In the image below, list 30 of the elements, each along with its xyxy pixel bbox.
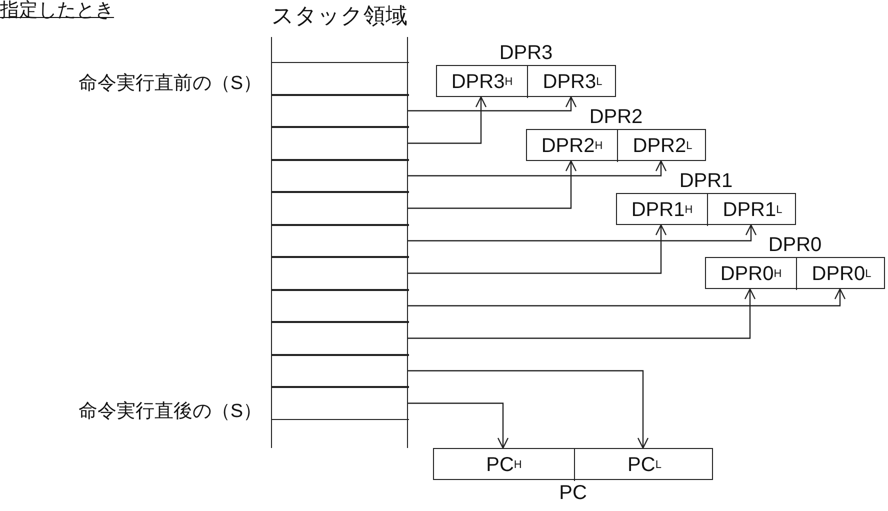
arrow <box>408 288 756 339</box>
arrow <box>408 96 487 144</box>
arrow <box>408 402 509 449</box>
stack-cell <box>271 160 409 192</box>
arrow <box>408 160 577 209</box>
arrow <box>408 288 846 306</box>
register-name: PC <box>559 482 587 505</box>
stack-cell <box>271 94 409 127</box>
stack-cell <box>271 224 409 257</box>
arrow <box>408 370 649 449</box>
arrow <box>408 224 667 274</box>
note-text: 指定したとき <box>0 0 114 23</box>
arrow <box>408 96 577 112</box>
stack-cell <box>271 62 409 94</box>
register-name: DPR1 <box>679 170 733 193</box>
note-text: 命令実行直後の（S） <box>78 400 262 424</box>
arrow <box>408 224 757 242</box>
register-name: DPR3 <box>499 42 553 65</box>
stack-cell <box>271 192 409 224</box>
arrow <box>408 160 667 176</box>
stack-cell <box>271 322 409 354</box>
stack-cell <box>271 127 409 160</box>
register-name: DPR2 <box>589 106 643 129</box>
stack-area-title: スタック領域 <box>272 2 408 30</box>
note-text: 命令実行直前の（S） <box>78 72 262 96</box>
register-name: DPR0 <box>768 234 822 257</box>
stack-cell <box>271 290 409 322</box>
stack-cell <box>271 354 409 387</box>
stack-cell <box>271 257 409 290</box>
stack-cell <box>271 387 409 420</box>
